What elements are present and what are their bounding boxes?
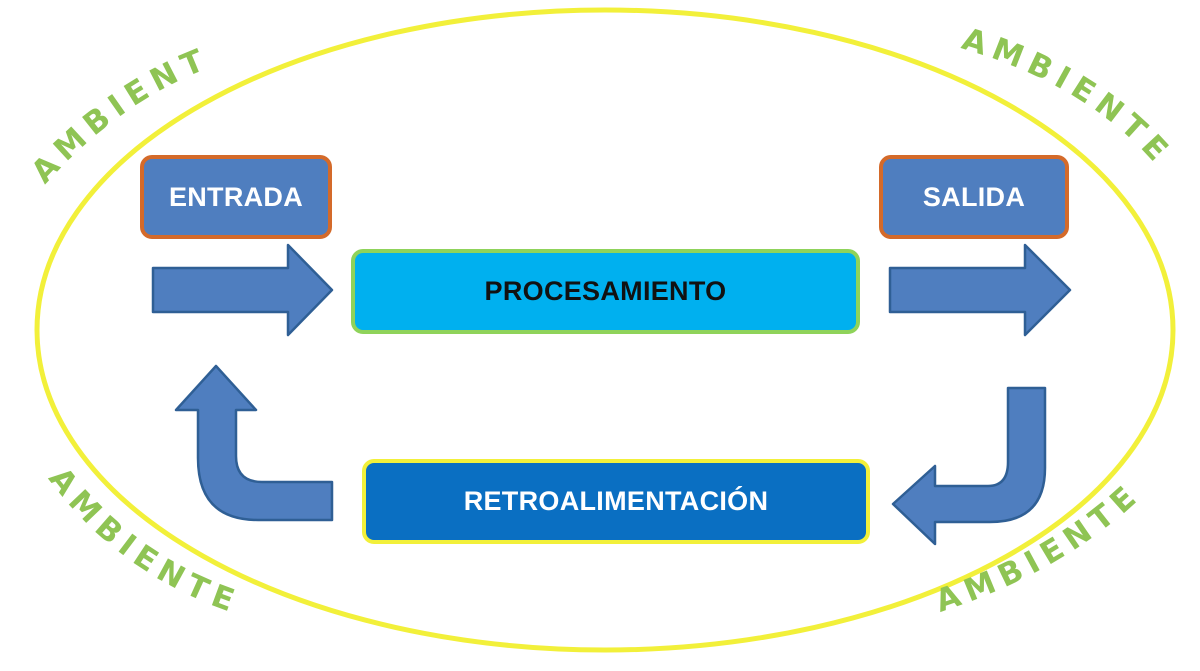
process-label: PROCESAMIENTO xyxy=(484,276,727,306)
feedback-label: RETROALIMENTACIÓN xyxy=(463,486,769,516)
environment-boundary xyxy=(34,7,1176,653)
process-box: PROCESAMIENTO xyxy=(351,249,860,334)
output-label: SALIDA xyxy=(922,181,1026,212)
input-arrow-icon xyxy=(151,243,334,337)
feedback-return-arrow-icon xyxy=(891,386,1047,546)
input-box: ENTRADA xyxy=(140,155,332,239)
output-box: SALIDA xyxy=(879,155,1069,239)
feedback-box: RETROALIMENTACIÓN xyxy=(362,459,870,544)
feedback-up-arrow-icon xyxy=(174,364,334,522)
input-label: ENTRADA xyxy=(168,181,304,212)
output-arrow-icon xyxy=(888,243,1072,337)
